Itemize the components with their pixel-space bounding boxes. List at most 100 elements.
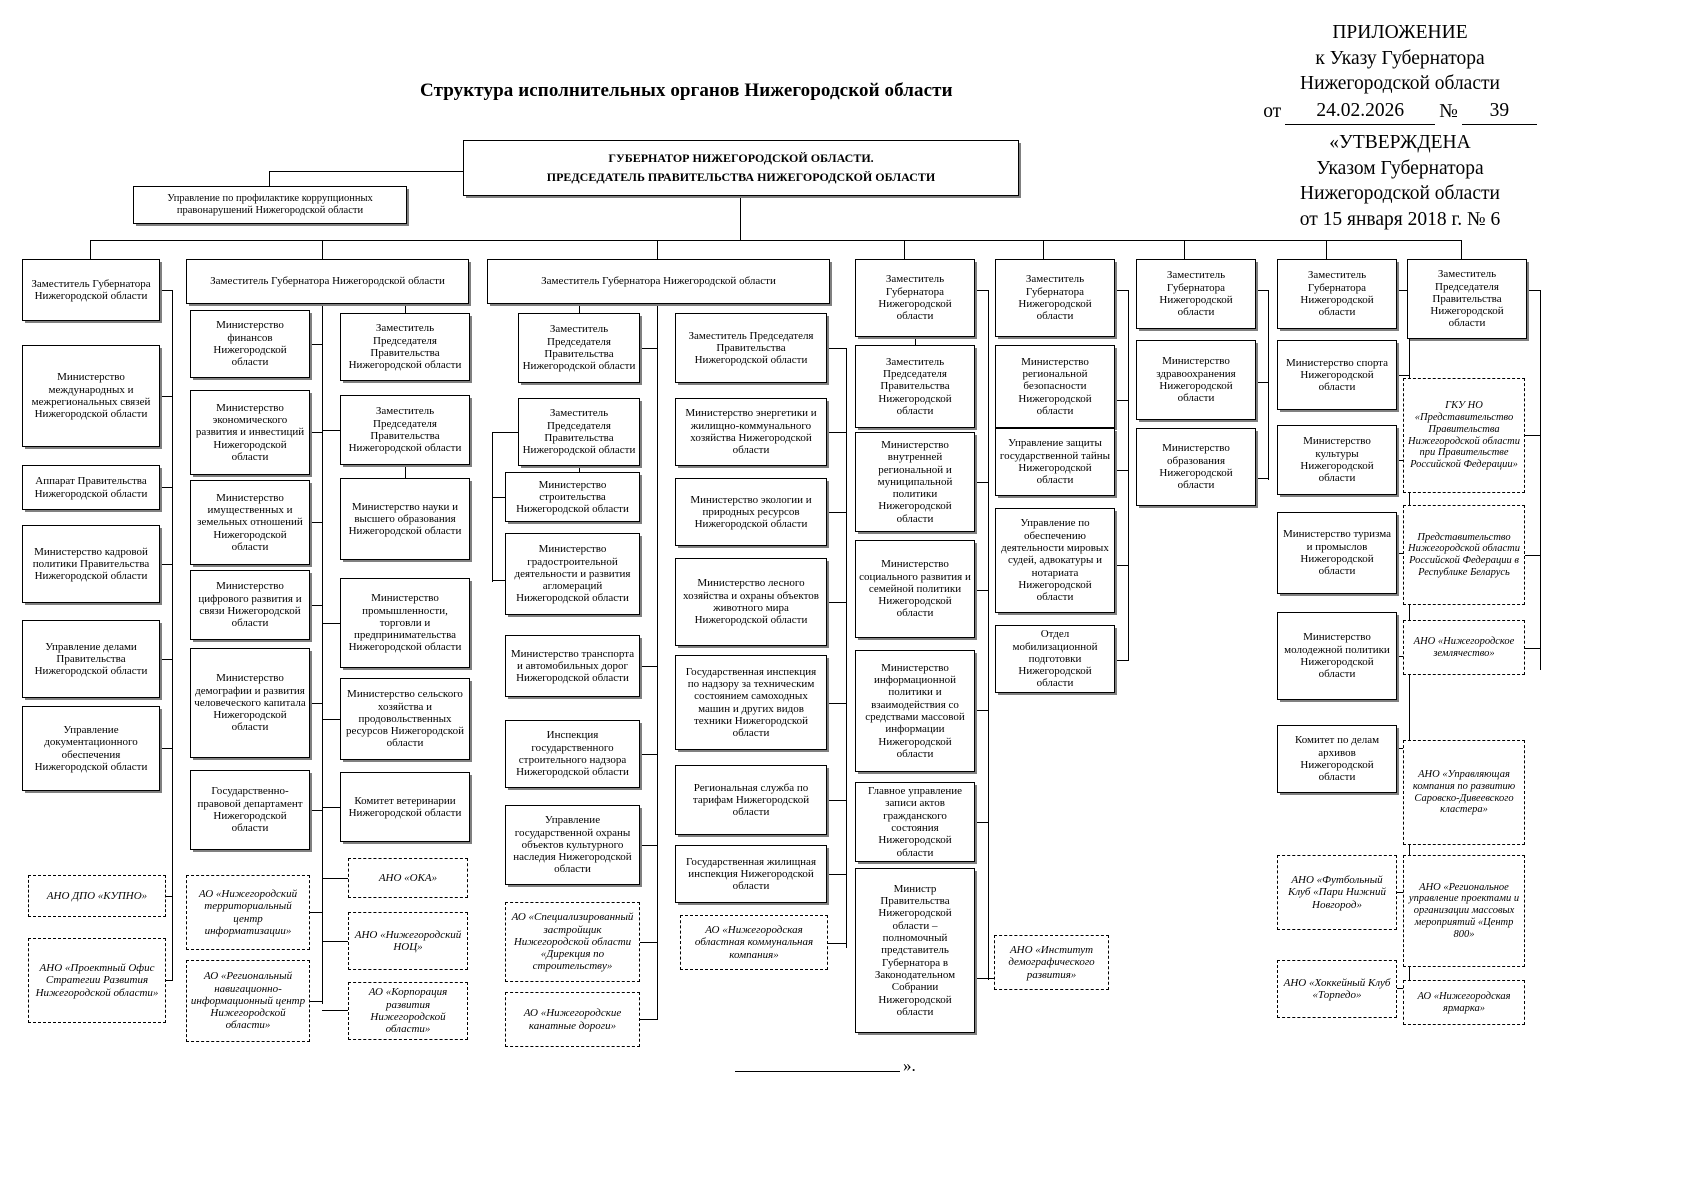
c5-box-7-label: Государственная жилищная инспекция Нижег…	[685, 855, 817, 893]
c3-box-5[interactable]: Министерство сельского хозяйства и продо…	[340, 678, 470, 760]
c3-dashed-2[interactable]: АНО «Нижегородский НОЦ»	[348, 912, 468, 970]
c5-box-2-label: Министерство энергетики и жилищно-коммун…	[685, 407, 817, 457]
c8-head-box[interactable]: Заместитель Губернатора Нижегородской об…	[1136, 259, 1256, 329]
c6-head-box[interactable]: Заместитель Губернатора Нижегородской об…	[855, 259, 975, 337]
c9-dashed-2[interactable]: АНО «Хоккейный Клуб «Торпедо»	[1277, 960, 1397, 1018]
c4-box-7[interactable]: Управление государственной охраны объект…	[505, 805, 640, 885]
c2-dashed-2[interactable]: АО «Региональный навигационно-информацио…	[186, 960, 310, 1042]
connector	[310, 912, 323, 914]
c10-dashed-4[interactable]: АНО «Управляющая компания по развитию Са…	[1403, 740, 1525, 845]
c3-box-1[interactable]: Заместитель Председателя Правительства Н…	[340, 313, 470, 381]
c7-box-1[interactable]: Министерство региональной безопасности Н…	[995, 345, 1115, 428]
c3-box-2[interactable]: Заместитель Председателя Правительства Н…	[340, 395, 470, 465]
c1-box-5[interactable]: Управление документационного обеспечения…	[22, 706, 160, 791]
connector	[1527, 290, 1541, 292]
c10-dashed-3[interactable]: АНО «Нижегородское землячество»	[1403, 620, 1525, 675]
governor-box[interactable]: ГУБЕРНАТОР НИЖЕГОРОДСКОЙ ОБЛАСТИ. ПРЕДСЕ…	[463, 140, 1019, 196]
connector	[640, 666, 658, 668]
c9-head-box[interactable]: Заместитель Губернатора Нижегородской об…	[1277, 259, 1397, 329]
connector	[310, 703, 323, 705]
c4-box-5[interactable]: Министерство транспорта и автомобильных …	[505, 635, 640, 697]
c3-box-4-label: Министерство промышленности, торговли и …	[348, 592, 462, 654]
c1-head-box[interactable]: Заместитель Губернатора Нижегородской об…	[22, 259, 160, 321]
c1-box-1[interactable]: Министерство международных и межрегионал…	[22, 345, 160, 447]
decree-number: 39	[1461, 98, 1537, 125]
c5-dashed-1[interactable]: АО «Нижегородская областная коммунальная…	[680, 915, 828, 970]
connector	[975, 710, 989, 712]
c2-box-5[interactable]: Министерство демографии и развития челов…	[190, 648, 310, 758]
c6-box-1[interactable]: Заместитель Председателя Правительства Н…	[855, 345, 975, 428]
c10-dashed-5[interactable]: АНО «Региональное управление проектами и…	[1403, 855, 1525, 967]
c2-box-6[interactable]: Государственно-правовой департамент Ниже…	[190, 770, 310, 850]
c4-head-box[interactable]: Заместитель Губернатора Нижегородской об…	[487, 259, 830, 304]
c4-box-7-label: Управление государственной охраны объект…	[513, 814, 632, 876]
c3-box-6[interactable]: Комитет ветеринарии Нижегородской област…	[340, 772, 470, 842]
c5-box-3-label: Министерство экологии и природных ресурс…	[690, 493, 812, 531]
c4-box-6[interactable]: Инспекция государственного строительного…	[505, 720, 640, 788]
c6-box-5[interactable]: Главное управление записи актов гражданс…	[855, 782, 975, 862]
c9-box-4[interactable]: Министерство молодежной политики Нижегор…	[1277, 612, 1397, 700]
c1-dashed-2[interactable]: АНО «Проектный Офис Стратегии Развития Н…	[28, 938, 166, 1023]
c6-box-2[interactable]: Министерство внутренней региональной и м…	[855, 432, 975, 532]
c10-head-box[interactable]: Заместитель Председателя Правительства Н…	[1407, 259, 1527, 339]
c9-box-5[interactable]: Комитет по делам архивов Нижегородской о…	[1277, 725, 1397, 793]
c5-box-3[interactable]: Министерство экологии и природных ресурс…	[675, 478, 827, 546]
c2-head-box[interactable]: Заместитель Губернатора Нижегородской об…	[186, 259, 469, 304]
c9-box-2[interactable]: Министерство культуры Нижегородской обла…	[1277, 425, 1397, 495]
c6-dashed-1[interactable]: АНО «Институт демографического развития»	[994, 935, 1109, 990]
anticorruption-box[interactable]: Управление по профилактике коррупционных…	[133, 186, 407, 224]
c1-box-2[interactable]: Аппарат Правительства Нижегородской обла…	[22, 465, 160, 510]
c3-dashed-1[interactable]: АНО «ОКА»	[348, 858, 468, 898]
c4-box-4-label: Министерство градостроительной деятельно…	[514, 543, 631, 605]
c7-box-3[interactable]: Управление по обеспечению деятельности м…	[995, 508, 1115, 613]
c3-box-3-label: Министерство науки и высшего образования…	[348, 500, 462, 538]
c8-box-1[interactable]: Министерство здравоохранения Нижегородск…	[1136, 340, 1256, 420]
c5-box-7[interactable]: Государственная жилищная инспекция Нижег…	[675, 845, 827, 903]
c7-box-2[interactable]: Управление защиты государственной тайны …	[995, 428, 1115, 496]
c9-box-1[interactable]: Министерство спорта Нижегородской област…	[1277, 340, 1397, 410]
c6-box-6[interactable]: Министр Правительства Нижегородской обла…	[855, 868, 975, 1033]
c5-box-4[interactable]: Министерство лесного хозяйства и охраны …	[675, 558, 827, 646]
c5-box-2[interactable]: Министерство энергетики и жилищно-коммун…	[675, 398, 827, 466]
c1-box-4[interactable]: Управление делами Правительства Нижегоро…	[22, 620, 160, 698]
c6-box-5-label: Главное управление записи актов гражданс…	[867, 785, 963, 859]
c3-box-3[interactable]: Министерство науки и высшего образования…	[340, 478, 470, 560]
c2-box-3[interactable]: Министерство имущественных и земельных о…	[190, 480, 310, 565]
c4-dashed-1[interactable]: АО «Специализированный застройщик Нижего…	[505, 902, 640, 982]
c7-box-1-label: Министерство региональной безопасности Н…	[1018, 355, 1092, 417]
c10-dashed-6[interactable]: АО «Нижегородская ярмарка»	[1403, 980, 1525, 1025]
c8-box-2[interactable]: Министерство образования Нижегородской о…	[1136, 428, 1256, 506]
c9-box-3[interactable]: Министерство туризма и промыслов Нижегор…	[1277, 512, 1397, 594]
connector	[322, 807, 341, 809]
connector	[1256, 290, 1269, 292]
c4-box-4[interactable]: Министерство градостроительной деятельно…	[505, 533, 640, 615]
c5-box-6[interactable]: Региональная служба по тарифам Нижегород…	[675, 765, 827, 835]
c4-dashed-2[interactable]: АО «Нижегородские канатные дороги»	[505, 992, 640, 1047]
c3-dashed-3[interactable]: АО «Корпорация развития Нижегородской об…	[348, 982, 468, 1040]
c4-box-1[interactable]: Заместитель Председателя Правительства Н…	[518, 313, 640, 383]
c4-box-3[interactable]: Министерство строительства Нижегородской…	[505, 472, 640, 522]
c6-box-6-label: Министр Правительства Нижегородской обла…	[874, 882, 956, 1018]
c7-box-3-label: Управление по обеспечению деятельности м…	[1001, 517, 1109, 604]
c9-dashed-1[interactable]: АНО «Футбольный Клуб «Пари Нижний Новгор…	[1277, 855, 1397, 930]
c6-box-3[interactable]: Министерство социального развития и семе…	[855, 540, 975, 638]
c7-head-box[interactable]: Заместитель Губернатора Нижегородской об…	[995, 259, 1115, 337]
c5-box-5[interactable]: Государственная инспекция по надзору за …	[675, 655, 827, 750]
c2-dashed-1[interactable]: АО «Нижегородский территориальный центр …	[186, 875, 310, 950]
c4-box-2[interactable]: Заместитель Председателя Правительства Н…	[518, 398, 640, 466]
c5-box-1[interactable]: Заместитель Председателя Правительства Н…	[675, 313, 827, 383]
c2-box-4[interactable]: Министерство цифрового развития и связи …	[190, 570, 310, 640]
c1-dashed-1[interactable]: АНО ДПО «КУПНО»	[28, 875, 166, 917]
c1-box-1-label: Министерство международных и межрегионал…	[31, 371, 151, 421]
c4-dashed-1-label: АО «Специализированный застройщик Нижего…	[511, 911, 634, 973]
c1-box-5-label: Управление документационного обеспечения…	[34, 723, 148, 773]
c6-box-4[interactable]: Министерство информационной политики и в…	[855, 650, 975, 772]
c2-box-1[interactable]: Министерство финансов Нижегородской обла…	[190, 310, 310, 378]
c10-dashed-1[interactable]: ГКУ НО «Представительство Правительства …	[1403, 378, 1525, 493]
c2-box-2[interactable]: Министерство экономического развития и и…	[190, 390, 310, 475]
c3-box-4[interactable]: Министерство промышленности, торговли и …	[340, 578, 470, 668]
c1-box-3[interactable]: Министерство кадровой политики Правитель…	[22, 525, 160, 603]
c10-dashed-2[interactable]: Представительство Нижегородской области …	[1403, 505, 1525, 605]
c7-box-4[interactable]: Отдел мобилизационной подготовки Нижегор…	[995, 625, 1115, 693]
c7-box-4-label: Отдел мобилизационной подготовки Нижегор…	[1012, 628, 1098, 690]
